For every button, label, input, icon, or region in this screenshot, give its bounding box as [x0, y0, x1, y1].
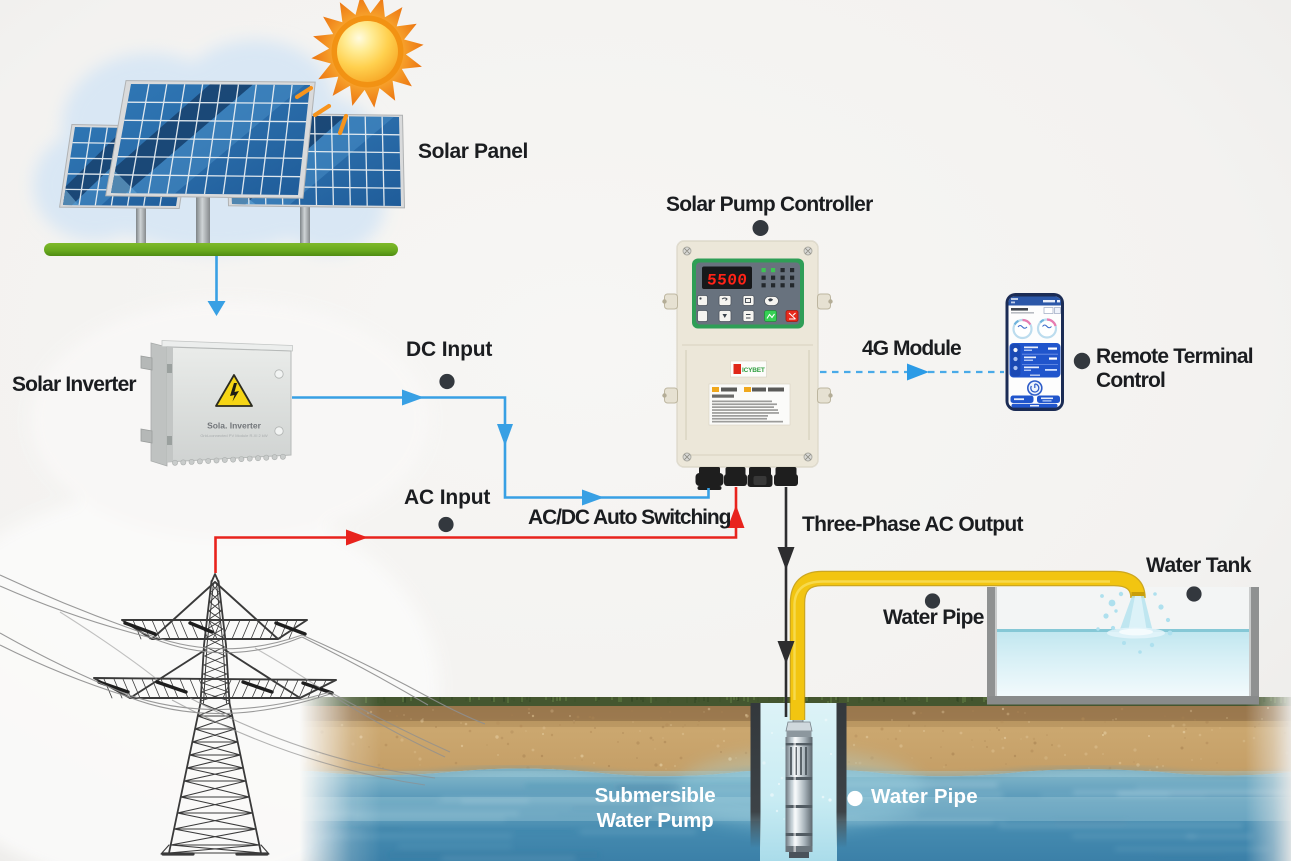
svg-text:Grid-connected PV Module R-XI: Grid-connected PV Module R-XI 2 kW: [200, 433, 268, 438]
svg-text:5500: 5500: [706, 272, 748, 290]
svg-text:ICYBET: ICYBET: [742, 367, 765, 374]
svg-text:Sola. Inverter: Sola. Inverter: [207, 421, 262, 431]
